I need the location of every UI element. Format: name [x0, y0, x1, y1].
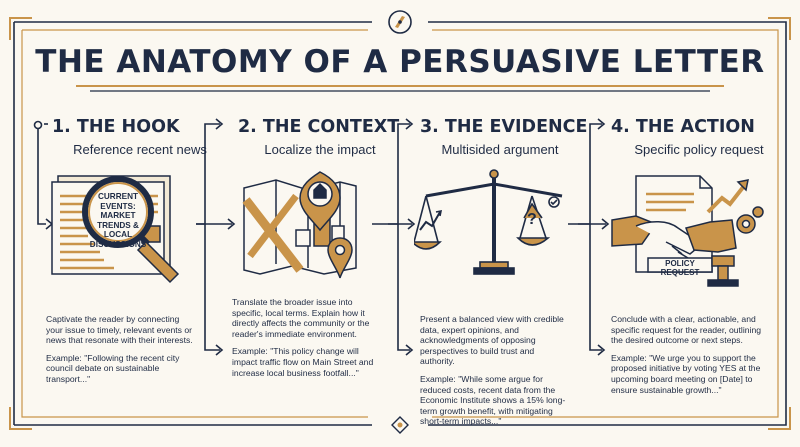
step-heading: 4. THE ACTION: [611, 117, 755, 137]
page-title: THE ANATOMY OF A PERSUASIVE LETTER: [35, 44, 765, 80]
step-description: Translate the broader issue into specifi…: [232, 297, 374, 378]
svg-text:?: ?: [527, 211, 537, 228]
newspaper-magnifier-icon: [51, 175, 180, 284]
step-description: Conclude with a clear, actionable, and s…: [611, 314, 762, 395]
step-heading: 2. THE CONTEXT: [238, 117, 400, 137]
policy-request-label: POLICY REQUEST: [660, 259, 700, 277]
city-map-icon: [242, 171, 357, 279]
compass-icon: [388, 10, 412, 34]
step-action: 4. THE ACTION Specific policy request: [611, 116, 800, 158]
step-subheading: Localize the impact: [264, 142, 376, 157]
step-description: Present a balanced view with credible da…: [420, 314, 566, 427]
step-subheading: Reference recent news: [73, 142, 207, 157]
step-subheading: Multisided argument: [441, 142, 559, 157]
step-hook: 1. THE HOOK Reference recent news: [52, 116, 242, 158]
newspaper-headline: CURRENT EVENTS: MARKET TRENDS & LOCAL DI…: [89, 192, 147, 249]
step-context: 2. THE CONTEXT Localize the impact: [238, 116, 428, 158]
step-heading: 3. THE EVIDENCE: [420, 117, 588, 137]
step-description: Captivate the reader by connecting your …: [46, 314, 193, 384]
handshake-policy-icon: [611, 175, 764, 287]
step-subheading: Specific policy request: [634, 142, 764, 157]
step-heading: 1. THE HOOK: [52, 117, 180, 137]
balance-scale-icon: ?: [414, 169, 563, 275]
step-evidence: 3. THE EVIDENCE Multisided argument: [420, 116, 610, 158]
